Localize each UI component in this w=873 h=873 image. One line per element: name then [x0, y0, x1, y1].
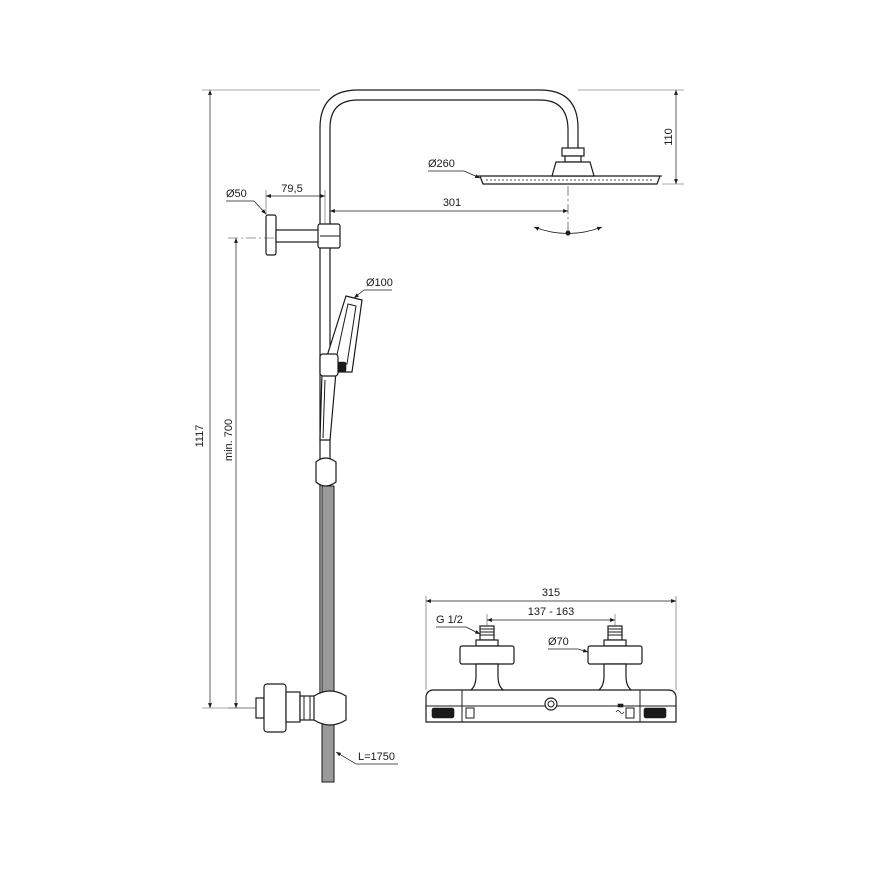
- hose-length-label: L=1750: [358, 751, 395, 763]
- inlet-right: [587, 625, 643, 693]
- dimension-arm-projection: 301: [330, 186, 569, 236]
- head-drop-label: 110: [663, 128, 675, 146]
- hand-shower-diameter-label: Ø100: [366, 277, 393, 289]
- shower-arm-nut: [561, 147, 585, 163]
- dimension-head-drop: 110: [578, 89, 684, 185]
- hand-shower: [319, 295, 363, 441]
- arm-projection-label: 301: [443, 197, 461, 209]
- overhead-shower-head: [478, 161, 662, 185]
- mixer-width-label: 315: [542, 587, 560, 599]
- min-height-label: min. 700: [223, 419, 235, 461]
- dimension-bracket-diameter: Ø50: [226, 188, 267, 215]
- overall-height-label: 1117: [194, 425, 206, 448]
- inlet-spacing-label: 137 - 163: [528, 606, 574, 618]
- inlet-left: [459, 625, 515, 693]
- dimension-inlet-thread: G 1/2: [436, 614, 481, 635]
- dimension-wall-offset: 79,5: [265, 183, 326, 224]
- thermostatic-mixer: [425, 625, 677, 723]
- dimension-escutcheon-diameter: Ø70: [548, 636, 589, 653]
- dimension-head-diameter: Ø260: [428, 158, 481, 179]
- hand-shower-holder: [315, 457, 337, 487]
- rotation-arrow-icon: [533, 226, 603, 236]
- head-diameter-label: Ø260: [428, 158, 455, 170]
- bracket-diameter-label: Ø50: [226, 188, 247, 200]
- escutcheon-diameter-label: Ø70: [548, 636, 569, 648]
- shower-hose: [321, 485, 335, 783]
- dimension-mixer-width: 315: [425, 587, 677, 690]
- inlet-thread-label: G 1/2: [436, 614, 463, 626]
- wall-offset-label: 79,5: [281, 183, 302, 195]
- dimension-inlet-spacing: 137 - 163: [486, 606, 616, 626]
- dimension-min-height: min. 700: [223, 237, 276, 709]
- wall-bracket-bottom: [255, 683, 347, 733]
- dimension-hose-length: L=1750: [335, 751, 398, 765]
- dimension-hand-shower-diameter: Ø100: [353, 277, 393, 299]
- wall-bracket-top: [265, 214, 341, 256]
